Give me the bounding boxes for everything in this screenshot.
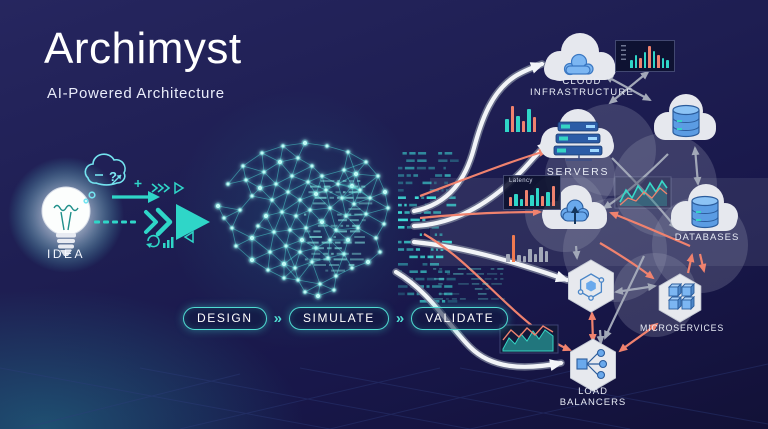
chart-line-middle [614, 176, 672, 209]
pipe-hexagon [411, 239, 570, 283]
servers-label: SERVERS [546, 166, 610, 178]
thought-question-mark: ? [109, 169, 117, 184]
chevron-separator-icon: » [395, 310, 405, 327]
pipe-load-balancers [393, 269, 564, 371]
servers-icon [553, 121, 603, 161]
load-balancer-icon [576, 348, 608, 380]
node-cloud-upload [542, 185, 607, 229]
pipe-cloud-infrastructure [411, 61, 545, 214]
database-icon [672, 104, 700, 138]
idea-section: ? [8, 153, 126, 273]
node-load-balancers [570, 338, 616, 392]
page-subtitle: AI-Powered Architecture [47, 85, 225, 102]
node-hexagon [568, 259, 614, 313]
latency-chart: Latency [503, 175, 561, 210]
latency-chart-label: Latency [509, 178, 533, 184]
cloud-icon [563, 53, 594, 76]
load-balancers-label: LOAD BALANCERS [559, 386, 627, 408]
idea-label: IDEA [46, 247, 85, 261]
microservices-icon [667, 282, 696, 311]
validate-badge[interactable]: VALIDATE [411, 307, 509, 330]
salmon-arrows [419, 149, 707, 353]
background-glow [0, 90, 430, 429]
cloud-infrastructure-label: CLOUD INFRASTRUCTURE [514, 76, 650, 98]
simulate-badge[interactable]: SIMULATE [288, 307, 389, 330]
cloud-upload-icon [560, 199, 590, 224]
floor-grid [0, 363, 768, 429]
node-databases [671, 184, 738, 231]
cloud-infrastructure-label-line1: CLOUD [562, 76, 602, 87]
cloud-infrastructure-label-line2: INFRASTRUCTURE [530, 86, 634, 98]
node-servers [540, 109, 614, 161]
thought-bubble-icon [83, 153, 126, 204]
lightbulb-icon [41, 186, 91, 256]
databases-label: DATABASES [674, 232, 740, 243]
hexagon-molecule-icon [577, 273, 605, 301]
chart-area-bottom [499, 324, 559, 354]
node-database-top [654, 94, 716, 140]
bar-chart-servers [505, 105, 551, 132]
bar-chart-middle [506, 234, 550, 262]
brain-network-icon [214, 139, 391, 300]
pipeline-badges: DESIGN » SIMULATE » VALIDATE [183, 307, 509, 330]
page-title: Archimyst [44, 24, 242, 73]
database-icon [691, 195, 719, 229]
chevron-separator-icon: » [273, 310, 282, 327]
code-overlay [303, 180, 506, 300]
node-cloud-infrastructure [544, 33, 616, 81]
design-badge[interactable]: DESIGN [183, 307, 267, 330]
node-microservices [658, 273, 702, 323]
bar-chart-top [615, 40, 675, 72]
microservices-label: MICROSERVICES [639, 323, 725, 333]
idea-arrows [94, 180, 210, 248]
